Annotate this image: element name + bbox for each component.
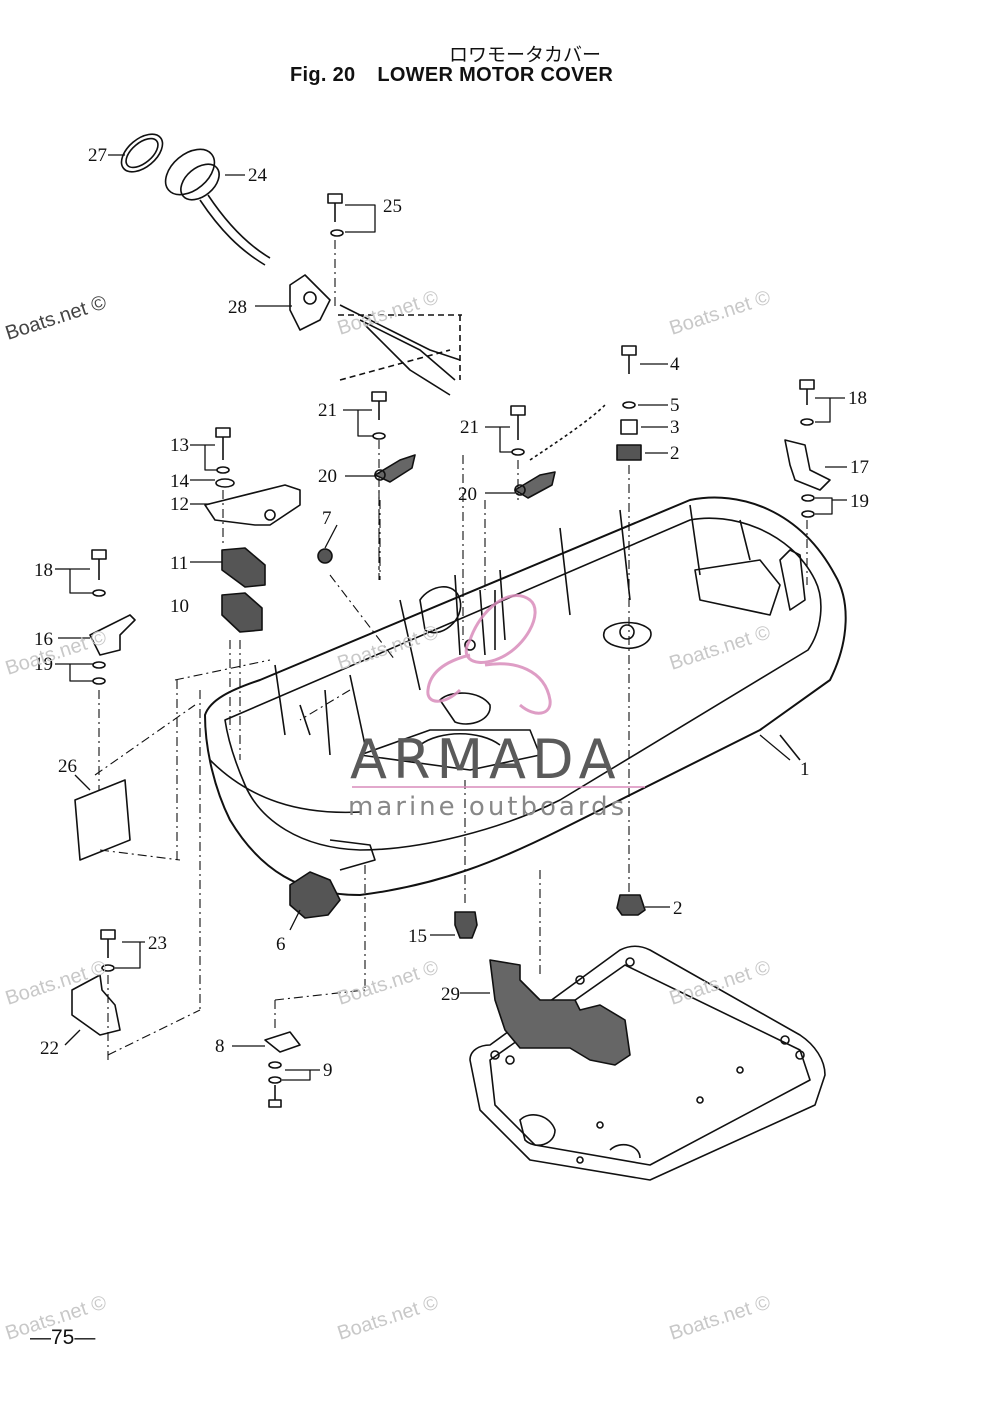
callout-23: 23 bbox=[148, 933, 167, 954]
callout-1: 1 bbox=[800, 759, 810, 780]
boats-watermark: Boats.net © bbox=[335, 621, 442, 674]
callout-8: 8 bbox=[215, 1036, 225, 1057]
lower-cover-part bbox=[204, 496, 847, 896]
armada-brand-text: ARMADA bbox=[350, 728, 622, 791]
callout-7: 7 bbox=[322, 508, 332, 529]
boats-watermark: Boats.net © bbox=[3, 956, 110, 1009]
mounting-base-plate bbox=[469, 945, 826, 1181]
boats-watermark: Boats.net © bbox=[667, 286, 774, 339]
callout-16: 16 bbox=[34, 629, 53, 650]
armada-brand-subtitle: marine outboards bbox=[348, 792, 627, 822]
cable-grommet-part bbox=[120, 133, 462, 396]
callout-3: 3 bbox=[670, 417, 680, 438]
boats-watermark: Boats.net © bbox=[667, 956, 774, 1009]
callout-21: 21 bbox=[318, 400, 337, 421]
boats-watermark: Boats.net © bbox=[667, 1291, 774, 1344]
armada-logo-watermark bbox=[426, 594, 552, 715]
callout-numbers: 1 2 2 3 4 5 6 7 8 9 10 11 12 13 14 15 16… bbox=[34, 145, 869, 1081]
boats-watermark: Boats.net © bbox=[335, 956, 442, 1009]
callout-19: 19 bbox=[850, 491, 869, 512]
callout-17: 17 bbox=[850, 457, 869, 478]
callout-18: 18 bbox=[848, 388, 867, 409]
callout-28: 28 bbox=[228, 297, 247, 318]
callout-24: 24 bbox=[248, 165, 268, 186]
leader-lines bbox=[55, 154, 847, 1081]
callout-4: 4 bbox=[670, 354, 680, 375]
callout-5: 5 bbox=[670, 395, 680, 416]
hardware-parts bbox=[71, 193, 831, 1108]
callout-12: 12 bbox=[170, 494, 189, 515]
callout-6: 6 bbox=[276, 934, 286, 955]
callout-2: 2 bbox=[673, 898, 683, 919]
callout-27: 27 bbox=[88, 145, 107, 166]
callout-10: 10 bbox=[170, 596, 189, 617]
callout-11: 11 bbox=[170, 553, 188, 574]
callout-22: 22 bbox=[40, 1038, 59, 1059]
callout-13: 13 bbox=[170, 435, 189, 456]
watermarks: Boats.net © Boats.net © Boats.net © Boat… bbox=[3, 286, 774, 1344]
callout-20: 20 bbox=[458, 484, 477, 505]
callout-18: 18 bbox=[34, 560, 53, 581]
callout-19: 19 bbox=[34, 654, 53, 675]
gasket-part bbox=[489, 959, 631, 1066]
callout-29: 29 bbox=[441, 984, 460, 1005]
boats-watermark: Boats.net © bbox=[667, 621, 774, 674]
boats-watermark: Boats.net © bbox=[3, 626, 110, 679]
page-number: —75— bbox=[30, 1326, 96, 1349]
title-japanese: ロワモータカバー bbox=[448, 44, 601, 66]
figure-number: Fig. 20 bbox=[290, 64, 356, 86]
figure-title: Fig. 20 LOWER MOTOR COVER bbox=[290, 64, 613, 87]
figure-title-text: LOWER MOTOR COVER bbox=[377, 64, 614, 86]
boats-watermark: Boats.net © bbox=[335, 1291, 442, 1344]
callout-2: 2 bbox=[670, 443, 680, 464]
callout-26: 26 bbox=[58, 756, 77, 777]
callout-15: 15 bbox=[408, 926, 427, 947]
callout-9: 9 bbox=[323, 1060, 333, 1081]
boats-watermark: Boats.net © bbox=[3, 291, 110, 344]
callout-21: 21 bbox=[460, 417, 479, 438]
assembly-lines bbox=[94, 240, 808, 1060]
boats-watermark: Boats.net © bbox=[335, 286, 442, 339]
callout-25: 25 bbox=[383, 196, 402, 217]
callout-14: 14 bbox=[170, 471, 190, 492]
callout-20: 20 bbox=[318, 466, 337, 487]
